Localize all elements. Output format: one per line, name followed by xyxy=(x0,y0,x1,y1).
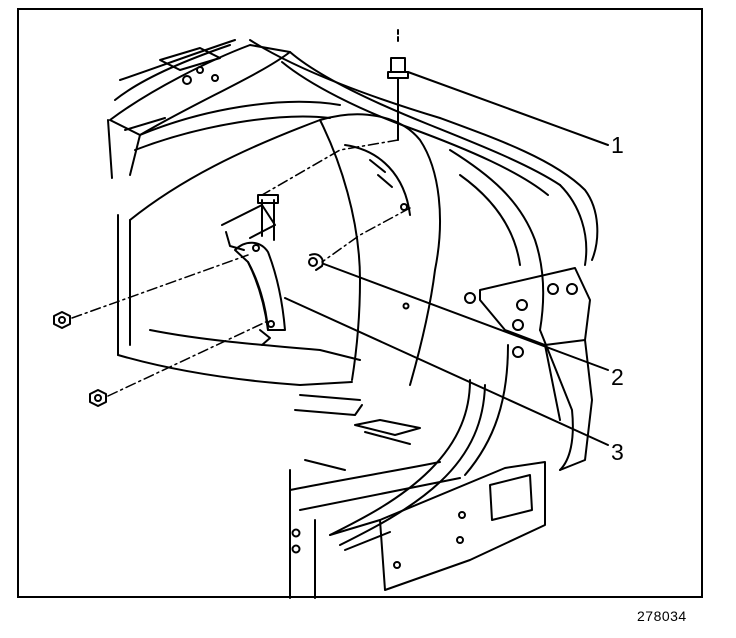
callout-label-2: 2 xyxy=(611,364,624,390)
trunk-floor xyxy=(289,394,461,599)
trunk-gutter-rail xyxy=(134,39,599,266)
rear-sill-bracket xyxy=(329,461,546,591)
rear-pillar xyxy=(329,344,509,546)
trunk-lid-hinge xyxy=(221,204,286,331)
callout-label-1: 1 xyxy=(611,132,624,158)
callout-label-3: 3 xyxy=(611,439,624,465)
leader-2 xyxy=(323,263,609,371)
bolt-alignment-lines xyxy=(71,139,411,397)
wheelhouse-panel xyxy=(117,113,441,386)
leader-3 xyxy=(284,297,609,446)
hinge-pin xyxy=(257,194,324,271)
top-bolt xyxy=(387,29,409,141)
rear-upper-panel xyxy=(107,39,291,179)
mounting-bolt-lower xyxy=(89,389,107,407)
figure-number: 278034 xyxy=(637,608,687,624)
quarter-panel xyxy=(449,149,593,471)
mounting-bolt-upper xyxy=(53,311,71,329)
leader-1 xyxy=(407,71,609,146)
callout-leaders xyxy=(284,71,609,446)
